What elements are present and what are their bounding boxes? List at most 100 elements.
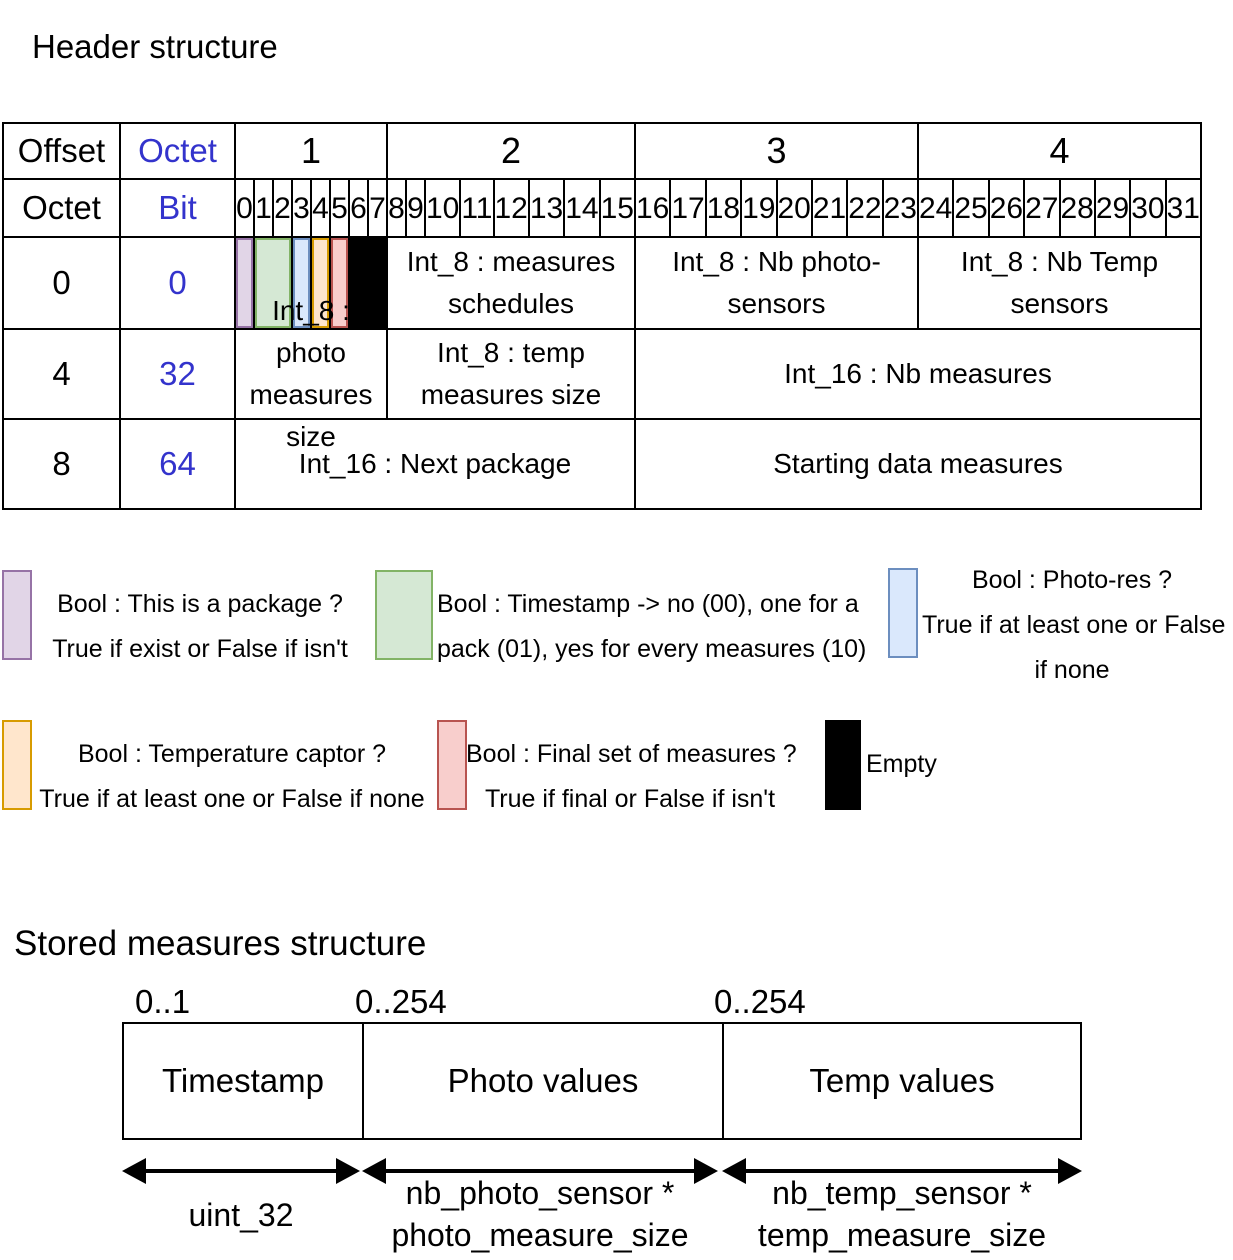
text-line: nb_temp_sensor * (772, 1175, 1032, 1211)
double-arrow-photo (362, 1158, 718, 1184)
legend-text-timestamp: Bool : Timestamp -> no (00), one for a pa… (437, 582, 867, 672)
bit-number-2: 2 (273, 180, 291, 236)
octet-group-3: 3 (636, 124, 917, 178)
bit-number-10-label: 10 (425, 191, 460, 225)
offset-value-0: 0 (4, 238, 119, 328)
range-label-temp: 0..254 (714, 983, 806, 1020)
bit-number-4: 4 (311, 180, 329, 236)
field-cell-label: Int_8 : measures schedules (406, 246, 616, 319)
range-label-photo: 0..254 (355, 983, 447, 1020)
stored-box-timestamp: Timestamp (124, 1024, 362, 1138)
arrow-bar (376, 1169, 704, 1173)
flag-cell-photo_res (292, 238, 310, 328)
bit-value-64: 64 (121, 420, 234, 508)
text-line: True if at least one or False (922, 611, 1226, 639)
text-line: Bool : Final set of measures ? (466, 740, 797, 768)
bit-number-20: 20 (777, 180, 811, 236)
legend-text-final: Bool : Final set of measures ?True if fi… (466, 732, 797, 822)
bit-number-23-label: 23 (883, 191, 917, 225)
field-cell-label: Int_8 : Nb Temp sensors (960, 246, 1159, 319)
bit-number-11-label: 11 (461, 191, 493, 225)
offset-value-8-label: 8 (52, 445, 71, 483)
legend-text-temperature: Bool : Temperature captor ? True if at le… (36, 732, 428, 822)
text-line: pack (01), yes for every measures (10) (437, 635, 867, 663)
bit-number-24: 24 (919, 180, 953, 236)
size-label-temp: nb_temp_sensor * temp_measure_size (722, 1172, 1082, 1256)
offset-column-header: Offset (4, 124, 119, 178)
bit-number-21: 21 (812, 180, 847, 236)
text-line: Bool : Temperature captor ? (77, 740, 387, 768)
field-cell: Int_8 : Nb Temp sensors (919, 238, 1200, 328)
bit-number-27: 27 (1025, 180, 1059, 236)
field-cell-label: Int_16 : Next package (298, 448, 572, 479)
bit-number-1: 1 (254, 180, 272, 236)
stored-box-photo-values: Photo values (362, 1024, 722, 1138)
bit-number-18: 18 (706, 180, 741, 236)
field-cell-label: Int_8 : Nb photo-sensors (672, 246, 881, 319)
octet-group-2-label: 2 (500, 130, 521, 171)
bit-value-64-label: 64 (159, 445, 196, 483)
legend-swatch-final-flag (437, 720, 467, 810)
bit-number-2-label: 2 (274, 191, 291, 225)
bit-number-22-label: 22 (848, 191, 882, 225)
bit-number-23: 23 (883, 180, 917, 236)
octet-group-1: 1 (236, 124, 386, 178)
field-cell: Int_8 : temp measures size (387, 330, 634, 418)
octet-column-header-label: Octet (138, 132, 217, 170)
bit-number-5: 5 (330, 180, 348, 236)
double-arrow-temp (722, 1158, 1082, 1184)
bit-number-15-label: 15 (600, 191, 634, 225)
range-label-timestamp: 0..1 (135, 983, 191, 1020)
text-line: True if at least one or False if none (39, 785, 425, 813)
field-cell: Int_8 : Nb photo-sensors (636, 238, 917, 328)
bit-number-28-label: 28 (1060, 191, 1094, 225)
bit-number-19: 19 (742, 180, 776, 236)
text-line: Bool : Timestamp -> no (00), one for a (437, 590, 859, 618)
bit-number-17-label: 17 (671, 191, 705, 225)
offset-value-4-label: 4 (52, 355, 71, 393)
size-label-photo: nb_photo_sensor *photo_measure_size (362, 1172, 718, 1256)
bit-number-9-label: 9 (407, 191, 424, 225)
bit-subheader: Bit (121, 180, 234, 236)
stored-boxes: Timestamp Photo values Temp values (122, 1022, 1082, 1140)
field-cell: Int_8 : photo measures size (236, 295, 386, 452)
bit-number-29-label: 29 (1095, 191, 1130, 225)
bit-number-18-label: 18 (706, 191, 741, 225)
bit-value-32-label: 32 (159, 355, 196, 393)
bit-number-5-label: 5 (331, 191, 348, 225)
text-line: temp_measure_size (757, 1217, 1047, 1253)
bit-number-31-label: 31 (1166, 191, 1200, 225)
text-line: Bool : Photo-res ? (971, 566, 1173, 594)
octet-subheader-label: Octet (22, 189, 101, 227)
double-arrow-timestamp (122, 1158, 360, 1184)
bit-number-16: 16 (636, 180, 670, 236)
field-cell-label: Int_16 : Nb measures (784, 358, 1052, 389)
bit-number-19-label: 19 (742, 191, 776, 225)
octet-group-4: 4 (919, 124, 1200, 178)
bit-number-13-label: 13 (529, 191, 564, 225)
field-cell: Int_16 : Next package (236, 420, 634, 508)
bit-number-29: 29 (1095, 180, 1130, 236)
stored-box-temp-values-label: Temp values (809, 1062, 995, 1099)
text-line: uint_32 (188, 1197, 294, 1233)
flag-cell-empty (349, 238, 386, 328)
octet-group-4-label: 4 (1049, 130, 1070, 171)
bit-number-17: 17 (671, 180, 705, 236)
bit-number-22: 22 (848, 180, 882, 236)
bit-number-30: 30 (1131, 180, 1165, 236)
bit-number-1-label: 1 (255, 191, 272, 225)
bit-number-8-label: 8 (388, 191, 405, 225)
stored-box-temp-values: Temp values (722, 1024, 1080, 1138)
legend-swatch-empty-flag (825, 720, 861, 810)
bit-number-6: 6 (349, 180, 367, 236)
text-line: Bool : This is a package ? (57, 590, 343, 618)
text-line: nb_photo_sensor * (405, 1175, 675, 1211)
flag-cell-package (236, 238, 253, 328)
offset-value-4: 4 (4, 330, 119, 418)
field-cell-label: Int_8 : temp measures size (420, 337, 602, 410)
bit-number-27-label: 27 (1025, 191, 1059, 225)
text-line: if none (1034, 656, 1110, 684)
octet-subheader: Octet (4, 180, 119, 236)
bit-number-6-label: 6 (350, 191, 367, 225)
